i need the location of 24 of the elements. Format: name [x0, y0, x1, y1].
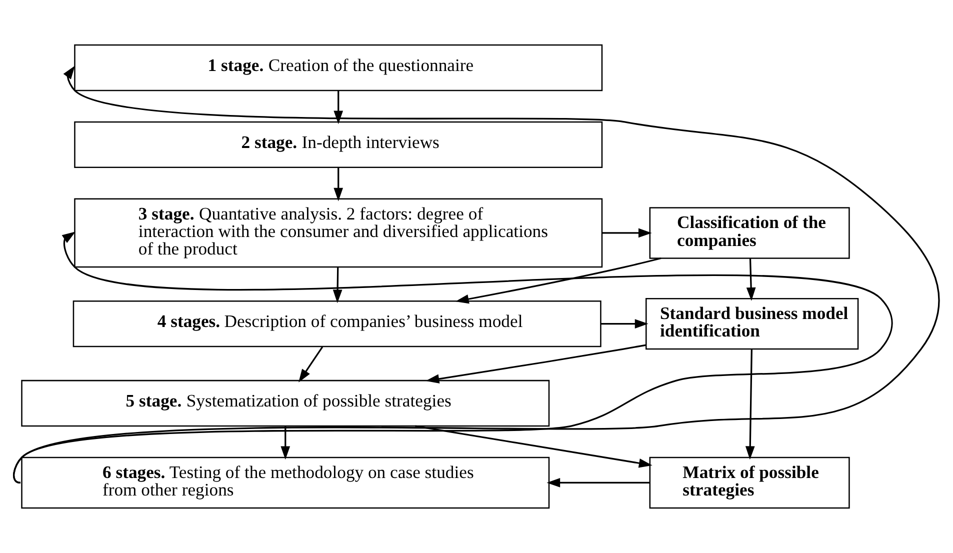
arrow — [600, 319, 648, 328]
node-box: Classification of the companies — [649, 207, 850, 259]
arrow — [334, 168, 344, 202]
arrow — [14, 232, 892, 483]
arrow — [15, 66, 940, 483]
arrow — [745, 349, 755, 460]
node-box: Standard business model identification — [646, 298, 859, 350]
node-box: 6 stages. Testing of the methodology on case studies from other regions — [21, 456, 550, 509]
arrow — [280, 426, 290, 460]
node-box: 3 stage. Quantative analysis. 2 factors: degree of interaction with the consumer and diversified applications of the product — [74, 198, 603, 268]
arrow — [546, 478, 650, 488]
arrow — [332, 267, 342, 304]
arrow — [746, 258, 756, 301]
arrow — [415, 425, 652, 468]
node-box: 5 stage. Systematization of possible strategies — [21, 380, 550, 427]
node-box: 4 stages. Description of companies’ business model — [72, 300, 602, 348]
node-box: 2 stage. In-depth interviews — [74, 121, 603, 168]
arrow — [426, 344, 646, 384]
arrow — [455, 257, 662, 304]
arrow — [298, 346, 324, 382]
arrow — [602, 228, 652, 238]
arrow — [334, 90, 344, 124]
node-box: 1 stage. Creation of the questionnaire — [74, 44, 603, 92]
node-box: Matrix of possible strategies — [649, 456, 850, 509]
